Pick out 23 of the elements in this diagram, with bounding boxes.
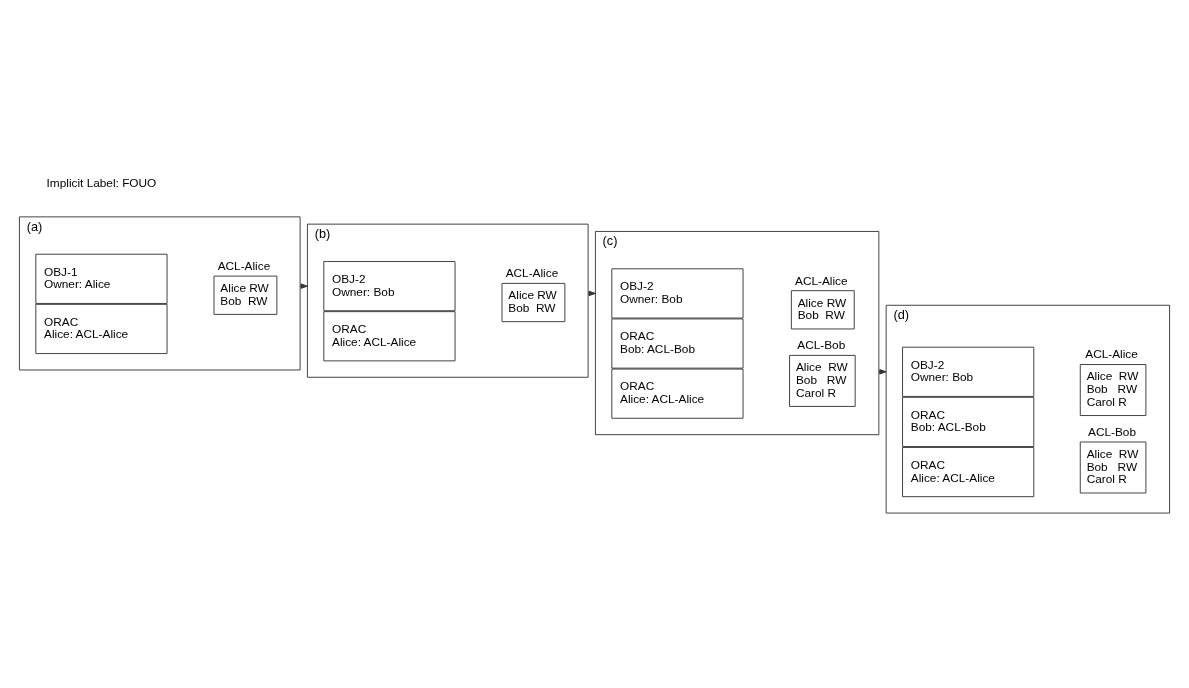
node-box: Alice RW Bob RW Carol R bbox=[789, 354, 856, 407]
node-box: Alice RW Bob RW bbox=[501, 282, 566, 323]
node-label: ACL-Alice bbox=[217, 259, 271, 274]
node-label: ACL-Alice bbox=[795, 273, 848, 288]
node-box: Alice RW Bob RW Carol R bbox=[1079, 441, 1147, 494]
node-box: Alice RW Bob RW bbox=[213, 275, 278, 315]
label: Implicit Label: FOUO bbox=[46, 176, 157, 191]
node-label: ACL-Bob bbox=[1088, 424, 1137, 439]
node-box: OBJ-1 Owner: Alice bbox=[35, 253, 168, 304]
node-box: Alice RW Bob RW Carol R bbox=[1079, 364, 1147, 416]
node-box: Alice RW Bob RW bbox=[790, 290, 855, 330]
node-box: ORAC Alice: ACL-Alice bbox=[35, 303, 168, 355]
node-box: ORAC Alice: ACL-Alice bbox=[611, 368, 744, 419]
node-box: OBJ-2 Owner: Bob bbox=[323, 261, 456, 312]
node-box: ORAC Bob: ACL-Bob bbox=[611, 318, 744, 369]
node-box: ORAC Alice: ACL-Alice bbox=[902, 447, 1035, 498]
node-box: OBJ-2 Owner: Bob bbox=[902, 346, 1035, 397]
node-label: ACL-Alice bbox=[505, 266, 559, 281]
node-box: ORAC Alice: ACL-Alice bbox=[323, 311, 456, 362]
node-box: OBJ-2 Owner: Bob bbox=[611, 268, 744, 319]
node-label: ACL-Bob bbox=[797, 338, 846, 353]
node-box: ORAC Bob: ACL-Bob bbox=[902, 396, 1035, 447]
node-label: ACL-Alice bbox=[1085, 347, 1138, 362]
